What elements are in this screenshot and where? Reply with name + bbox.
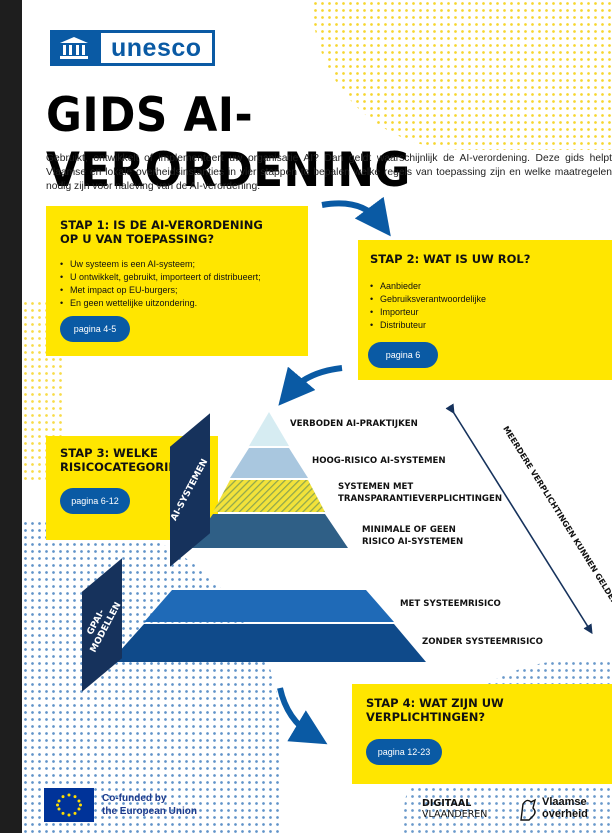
eu-text-line2: the European Union: [102, 806, 197, 817]
vlaamse-leeuw-icon: [520, 798, 537, 821]
gpai-label: GPAI- MODELLEN: [79, 595, 124, 655]
arrow-to-step4: [277, 687, 328, 745]
step3-page-link[interactable]: pagina 6-12: [60, 488, 130, 514]
step3-title-line1: STAP 3: WELKE: [60, 446, 158, 460]
arrow-step2-to-step3: [278, 365, 343, 406]
label-transparantie-line2: TRANSPARANTIEVERPLICHTINGEN: [338, 494, 503, 504]
list-item: Gebruiksverantwoordelijke: [370, 293, 600, 306]
vo-line2: overheid: [542, 808, 588, 820]
level-gpai-zonder: [110, 624, 426, 662]
step3-title-line2: RISICOCATEGORIE?: [60, 460, 183, 474]
dv-line2: VLAANDEREN: [422, 809, 488, 820]
step1-title-line1: STAP 1: IS DE AI-VERORDENING: [60, 218, 263, 232]
eu-cofunded: Co-funded by the European Union: [44, 788, 197, 822]
multi-obligation-arrow: [445, 403, 593, 635]
dv-line1: DIGITAAL: [422, 798, 472, 809]
vo-line1: Vlaamse: [542, 796, 587, 808]
step2-roles-list: Aanbieder Gebruiksverantwoordelijke Impo…: [370, 280, 600, 332]
level-gpai-systeemrisico: [144, 590, 394, 622]
list-item: Uw systeem is een AI-systeem;: [60, 258, 294, 271]
step4-title-line1: STAP 4: WAT ZIJN UW: [366, 696, 504, 710]
digitaal-vlaanderen-logo: DIGITAAL VLAANDEREN: [422, 798, 487, 820]
level-hoog: [230, 448, 308, 478]
step4-title-line2: VERPLICHTINGEN?: [366, 710, 486, 724]
label-minimaal-line1: MINIMALE OF GEEN: [362, 525, 456, 535]
step2-title: STAP 2: WAT IS UW ROL?: [370, 252, 531, 266]
eu-flag-icon: [44, 788, 94, 822]
eu-text: Co-funded by the European Union: [102, 792, 197, 818]
list-item: U ontwikkelt, gebruikt, importeert of di…: [60, 271, 294, 284]
step1-box: STAP 1: IS DE AI-VERORDENING OP U VAN TO…: [46, 206, 308, 356]
label-zonder-systeemrisico: ZONDER SYSTEEMRISICO: [422, 637, 543, 647]
label-verboden: VERBODEN AI-PRAKTIJKEN: [290, 419, 418, 429]
list-item: En geen wettelijke uitzondering.: [60, 297, 294, 310]
flow-arrows: [277, 196, 593, 745]
list-item: Importeur: [370, 306, 600, 319]
label-met-systeemrisico: MET SYSTEEMRISICO: [400, 599, 501, 609]
eu-text-line1: Co-funded by: [102, 793, 167, 804]
unesco-temple-icon: [50, 30, 98, 66]
label-transparantie-line1: SYSTEMEN MET: [338, 482, 414, 492]
arrow-step1-to-step2: [321, 196, 391, 237]
step2-page-link[interactable]: pagina 6: [368, 342, 438, 368]
level-transparantie: [213, 480, 325, 512]
list-item: Aanbieder: [370, 280, 600, 293]
risk-pyramid: [110, 412, 426, 662]
level-minimaal: [189, 514, 348, 548]
guide-page: unesco GIDS AI-VERORDENING Gebruikt, ont…: [22, 0, 612, 833]
list-item: Distributeur: [370, 319, 600, 332]
step4-page-link[interactable]: pagina 12-23: [366, 739, 442, 765]
page-title: GIDS AI-VERORDENING: [46, 88, 411, 198]
step2-box: STAP 2: WAT IS UW ROL? Aanbieder Gebruik…: [358, 240, 612, 380]
vlaamse-overheid-logo: Vlaamse overheid: [542, 796, 588, 820]
label-transparantie: SYSTEMEN MET TRANSPARANTIEVERPLICHTINGEN: [338, 481, 502, 505]
step1-criteria-list: Uw systeem is een AI-systeem; U ontwikke…: [60, 258, 294, 310]
step1-page-link[interactable]: pagina 4-5: [60, 316, 130, 342]
step1-title-line2: OP U VAN TOEPASSING?: [60, 232, 215, 246]
unesco-logo: unesco: [50, 30, 215, 66]
list-item: Met impact op EU-burgers;: [60, 284, 294, 297]
label-minimaal-line2: RISICO AI-SYSTEMEN: [362, 537, 464, 547]
level-verboden: [249, 412, 289, 446]
label-minimaal: MINIMALE OF GEEN RISICO AI-SYSTEMEN: [362, 524, 463, 548]
label-hoog-risico: HOOG-RISICO AI-SYSTEMEN: [312, 456, 446, 466]
ai-systems-label: AI-SYSTEMEN: [169, 457, 211, 523]
unesco-wordmark: unesco: [98, 30, 215, 66]
intro-text: Gebruikt, ontwikkelt of implementeert uw…: [46, 153, 612, 192]
step4-box: STAP 4: WAT ZIJN UW VERPLICHTINGEN? pagi…: [352, 684, 612, 784]
